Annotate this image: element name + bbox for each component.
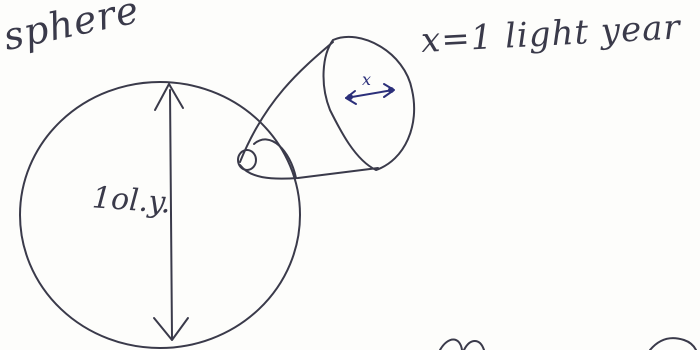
scribble-bottom bbox=[440, 340, 484, 350]
distance-dot-left bbox=[347, 94, 353, 100]
diameter-arrowhead-top bbox=[155, 84, 183, 110]
scribble-bottom-right bbox=[650, 338, 696, 350]
diameter-line bbox=[170, 90, 172, 338]
distance-dot-right bbox=[388, 87, 394, 93]
cone-inner-curve bbox=[254, 139, 296, 178]
cone-lower-edge bbox=[240, 165, 378, 179]
sphere-outline bbox=[20, 82, 300, 348]
cone-x-label: x bbox=[362, 70, 371, 89]
cone-base-ellipse bbox=[324, 37, 415, 170]
